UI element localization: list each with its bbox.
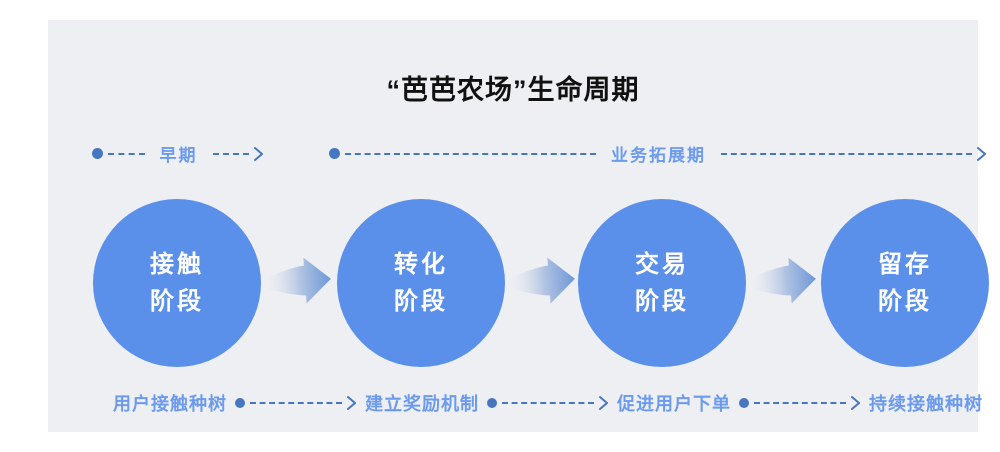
stage-label-line: 接触 xyxy=(150,250,204,278)
dashed-line xyxy=(502,402,594,404)
dashed-line xyxy=(250,402,342,404)
flow-arrow-icon xyxy=(749,257,816,304)
diagram-title: “芭芭农场”生命周期 xyxy=(386,75,640,105)
dashed-line xyxy=(212,152,249,155)
arrowhead-icon xyxy=(599,396,608,410)
action-connector xyxy=(487,395,609,411)
stage-label-line: 阶段 xyxy=(635,288,689,315)
flow-arrow-icon xyxy=(508,257,575,304)
action-connector xyxy=(235,395,357,411)
stage-label-line: 交易 xyxy=(635,250,689,278)
connector-dot xyxy=(487,398,497,408)
dashed-line xyxy=(754,402,846,404)
arrowhead-icon xyxy=(851,396,860,410)
dashed-line xyxy=(108,152,145,155)
timeline-early-phase: 早期 xyxy=(92,141,264,166)
arrowhead-icon xyxy=(254,146,263,161)
arrowhead-icon xyxy=(347,396,356,410)
action-label: 促进用户下单 xyxy=(617,394,731,414)
stage-label-line: 阶段 xyxy=(878,288,932,315)
dashed-line xyxy=(721,152,972,155)
timeline-phase-label: 业务拓展期 xyxy=(611,146,706,165)
connector-dot xyxy=(235,398,245,408)
timeline-phase-label: 早期 xyxy=(159,146,198,165)
stage-circle-transaction: 交易 阶段 xyxy=(578,199,746,367)
action-label: 建立奖励机制 xyxy=(365,394,479,414)
action-connector xyxy=(739,395,861,411)
stage-label-line: 阶段 xyxy=(394,288,448,315)
actions-row: 用户接触种树 建立奖励机制 促进用户下单 xyxy=(113,390,983,416)
diagram-panel: “芭芭农场”生命周期 早期 业务拓展期 接触 阶段 转化 xyxy=(48,20,989,432)
action-label: 用户接触种树 xyxy=(113,394,227,414)
action-label: 持续接触种树 xyxy=(869,394,983,414)
timeline-start-dot xyxy=(329,148,340,159)
connector-dot xyxy=(739,398,749,408)
stage-label-line: 阶段 xyxy=(150,288,204,315)
stage-circle-retention: 留存 阶段 xyxy=(821,199,989,367)
timeline-expansion-phase: 业务拓展期 xyxy=(329,141,987,166)
dashed-line xyxy=(345,152,596,155)
stage-label-line: 留存 xyxy=(878,250,932,278)
flow-arrow-icon xyxy=(264,257,331,304)
stage-circle-contact: 接触 阶段 xyxy=(93,199,261,367)
stage-circle-conversion: 转化 阶段 xyxy=(337,199,505,367)
stage-label-line: 转化 xyxy=(394,250,448,278)
arrowhead-icon xyxy=(977,146,986,161)
timeline-start-dot xyxy=(92,148,103,159)
